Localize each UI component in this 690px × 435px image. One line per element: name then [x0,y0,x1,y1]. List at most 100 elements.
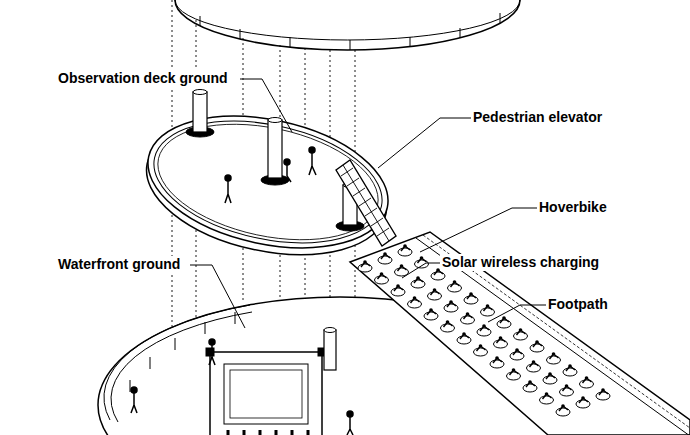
hoverbike-symbol [457,332,471,344]
hoverbike-symbol [596,388,610,400]
hoverbike-seat [462,332,466,336]
hoverbike-symbol [523,380,537,392]
hoverbike-seat [486,304,490,308]
hoverbike-seat [512,368,516,372]
top-structure [175,0,520,50]
person [287,165,291,182]
hoverbike-seat [383,252,387,256]
hoverbike-symbol [408,296,422,308]
leader-line [240,79,292,132]
hoverbike-seat [482,324,486,328]
hoverbike-seat [502,316,506,320]
hoverbike-symbol [358,260,372,272]
hoverbike-seat [515,348,519,352]
hoverbike-array [358,244,610,416]
callout-label: Solar wireless charging [440,254,601,271]
hoverbike-symbol [527,360,541,372]
hoverbike-seat [446,320,450,324]
hoverbike-seat [449,300,453,304]
hoverbike-seat [495,356,499,360]
hoverbike-seat [413,296,417,300]
hoverbike-symbol [563,364,577,376]
hoverbike-seat [403,244,407,248]
hoverbike-seat [585,376,589,380]
hoverbike-seat [380,272,384,276]
hoverbike-seat [545,392,549,396]
hoverbike-symbol [474,344,488,356]
footpath-edge [423,235,690,428]
person [131,387,137,393]
people [131,147,353,435]
hoverbike-symbol [560,384,574,396]
hoverbike-seat [469,292,473,296]
hoverbike-symbol [494,336,508,348]
footpath-strip [350,232,690,435]
escalator-steps [341,165,389,241]
hoverbike-seat [601,388,605,392]
hoverbike-seat [548,372,552,376]
callout-label: Waterfront ground [56,256,182,273]
person [225,181,231,203]
hoverbike-seat [532,360,536,364]
top-rim-inner [175,0,520,40]
hoverbike-symbol [441,320,455,332]
hoverbike-symbol [395,264,409,276]
hoverbike-symbol [497,316,511,328]
hoverbike-seat [429,308,433,312]
person [309,153,316,175]
hoverbike-symbol [576,396,590,408]
person [309,147,315,153]
hoverbike-seat [528,380,532,384]
hoverbike-seat [453,280,457,284]
person [209,345,215,365]
hoverbike-symbol [556,404,570,416]
person [209,339,215,345]
structure-inner [230,370,302,418]
top-ribs [200,13,500,50]
hoverbike-symbol [378,252,392,264]
hoverbike-symbol [540,392,554,404]
hoverbike-symbol [464,292,478,304]
hoverbike-symbol [580,376,594,388]
person [347,417,353,435]
hoverbike-symbol [543,372,557,384]
callout-label: Observation deck ground [56,70,230,87]
hoverbike-symbol [510,348,524,360]
top-rim [175,0,520,50]
structure-pillar [206,348,214,356]
hoverbike-symbol [398,244,412,256]
column-shaft [324,330,336,370]
hoverbike-seat [479,344,483,348]
pedestrian-elevator [336,160,396,246]
hoverbike-symbol [411,276,425,288]
leader-line [402,263,441,278]
hoverbike-symbol [428,288,442,300]
hoverbike-symbol [448,280,462,292]
hoverbike-seat [396,284,400,288]
hoverbike-seat [565,384,569,388]
hoverbike-symbol [530,340,544,352]
structure-frame [210,352,322,435]
hoverbike-seat [433,288,437,292]
hoverbike-symbol [391,284,405,296]
leader-line [488,305,547,322]
person [284,159,290,165]
square-structure [206,348,326,435]
hoverbike-seat [400,264,404,268]
hoverbike-seat [519,328,523,332]
hoverbike-seat [416,276,420,280]
hoverbike-symbol [507,368,521,380]
strip-surface [350,232,690,435]
deck-railing [147,106,389,258]
observation-deck [134,96,400,275]
hoverbike-symbol [514,328,528,340]
hoverbike-seat [581,396,585,400]
callout-label: Footpath [546,296,610,313]
hoverbike-symbol [490,356,504,368]
column-top [268,118,282,123]
hoverbike-seat [420,256,424,260]
hoverbike-seat [552,352,556,356]
